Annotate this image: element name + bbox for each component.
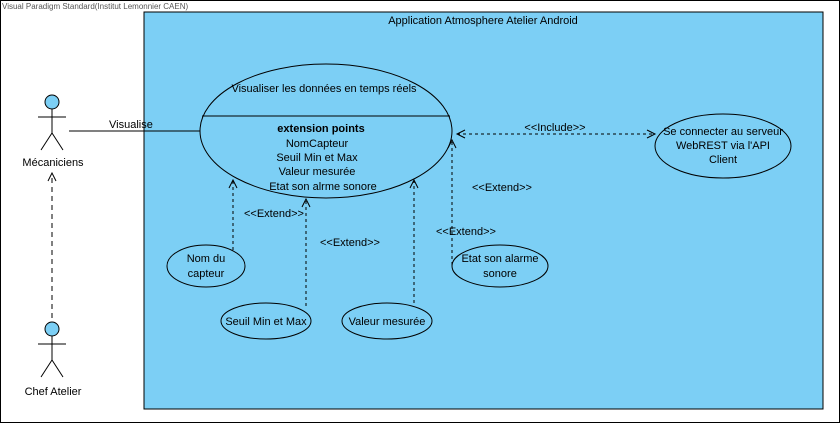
extension-point: Etat son alrme sonore: [269, 181, 377, 193]
actor-chef-atelier[interactable]: Chef Atelier: [25, 321, 82, 398]
use-case-seuil-label: Seuil Min et Max: [225, 316, 307, 328]
use-case-webrest-line: Client: [709, 154, 737, 166]
use-case-nom-capteur[interactable]: Nom du capteur: [166, 244, 246, 288]
use-case-nom-capteur-line: capteur: [188, 268, 225, 280]
actor-head-icon: [44, 321, 60, 337]
use-case-etat-line: sonore: [483, 268, 517, 280]
actor-mecaniciens-label: Mécaniciens: [22, 157, 84, 169]
include-arrowhead-icon: [646, 129, 657, 139]
extension-points-header: extension points: [277, 123, 364, 135]
actor-leg-icon: [40, 132, 53, 151]
association-visualise-label: Visualise: [109, 119, 153, 131]
use-case-ellipse: [220, 302, 312, 340]
actor-leg-icon: [51, 359, 64, 378]
include-label: <<Include>>: [524, 122, 585, 134]
extend-label: <<Extend>>: [320, 237, 380, 249]
use-case-visualiser-title: Visualiser les données en temps réels: [231, 83, 417, 95]
use-case-ellipse: [199, 63, 453, 199]
use-case-ellipse: [451, 244, 549, 288]
use-case-webrest-line: WebREST via l'API: [676, 140, 770, 152]
extend-label: <<Extend>>: [244, 208, 304, 220]
extension-point: Valeur mesurée: [279, 166, 356, 178]
use-case-ellipse: [654, 113, 792, 179]
use-case-ellipse: [341, 302, 433, 340]
watermark: Visual Paradigm Standard(Institut Lemonn…: [2, 2, 189, 11]
use-case-nom-capteur-line: Nom du: [187, 253, 226, 265]
use-case-valeur[interactable]: Valeur mesurée: [341, 302, 433, 340]
extend-label: <<Extend>>: [436, 226, 496, 238]
use-case-visualiser[interactable]: Visualiser les données en temps réels ex…: [199, 63, 453, 199]
extension-point: NomCapteur: [286, 138, 349, 150]
actor-mecaniciens[interactable]: Mécaniciens: [22, 94, 84, 169]
use-case-webrest-line: Se connecter au serveur: [663, 126, 783, 138]
extension-point: Seuil Min et Max: [276, 152, 358, 164]
use-case-etat[interactable]: Etat son alarme sonore: [451, 244, 549, 288]
use-case-etat-line: Etat son alarme: [461, 253, 538, 265]
extend-label: <<Extend>>: [472, 182, 532, 194]
actor-leg-icon: [51, 132, 64, 151]
actor-chef-atelier-label: Chef Atelier: [25, 386, 82, 398]
actor-leg-icon: [40, 359, 53, 378]
use-case-ellipse: [166, 244, 246, 288]
use-case-webrest[interactable]: Se connecter au serveur WebREST via l'AP…: [654, 113, 792, 179]
use-case-seuil[interactable]: Seuil Min et Max: [220, 302, 312, 340]
use-case-valeur-label: Valeur mesurée: [349, 316, 426, 328]
actor-head-icon: [44, 94, 60, 110]
system-title: Application Atmosphere Atelier Android: [388, 15, 578, 27]
include-arrowhead-icon: [455, 129, 466, 139]
